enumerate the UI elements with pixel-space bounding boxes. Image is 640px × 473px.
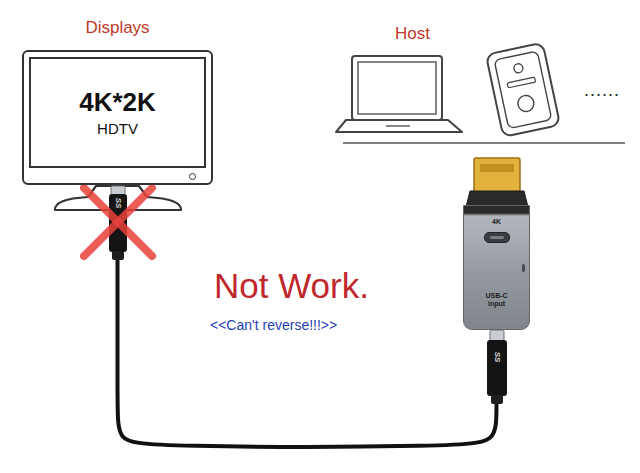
red-cross-stroke: [84, 188, 152, 256]
hdtv-text: HDTV: [97, 120, 138, 138]
usb-c-plug-body: [487, 340, 507, 396]
pc-front-panel: [494, 51, 552, 129]
monitor-screen: 4K*2K HDTV: [29, 57, 206, 168]
warning-title: Not Work.: [214, 266, 369, 306]
usb-c-cable: [118, 186, 497, 447]
text-holder: USB-C input: [477, 292, 517, 308]
laptop-display: [358, 62, 436, 114]
superspeed-logo: SS: [492, 349, 502, 365]
hdmi-plug-shell: [474, 158, 520, 192]
host-heading: Host: [395, 24, 430, 44]
laptop-screen: [352, 56, 442, 120]
cable-strain-relief: [112, 251, 124, 260]
adapter-marking: 4K: [464, 218, 529, 226]
status-led: [522, 264, 525, 272]
host-baseline: [343, 142, 625, 144]
display-monitor: Displays 4K*2K HDTV: [20, 18, 215, 186]
cable-strain-relief: [491, 395, 503, 404]
heading-holder: Displays: [20, 18, 215, 38]
laptop-base: [336, 120, 462, 132]
resolution-text: 4K*2K: [79, 87, 156, 117]
usb-c-port-tongue: [490, 236, 504, 239]
usb-c-hdmi-adapter: 4K USB-C input: [463, 205, 530, 330]
laptop-touchpad: [386, 125, 410, 126]
hdmi-plug-contacts: [480, 164, 514, 172]
more-hosts-dots: ......: [584, 80, 620, 100]
usb-c-plug-tip: [111, 186, 125, 195]
pc-fan: [516, 94, 535, 113]
pc-power-button: [513, 63, 524, 74]
warning-note: <<Can't reverse!!!>>: [210, 317, 337, 334]
port-marking: USB-C input: [477, 292, 517, 308]
monitor-power-light: [189, 173, 196, 180]
pc-tower: [486, 43, 560, 137]
usb-c-port: [484, 232, 510, 243]
text-holder: 4K: [464, 218, 529, 226]
monitor-frame: 4K*2K HDTV: [22, 50, 213, 185]
usb-c-plug-tip: [490, 330, 504, 341]
red-cross-stroke: [84, 188, 152, 256]
display-heading: Displays: [20, 18, 215, 38]
pc-drive-bay: [507, 77, 535, 88]
pc-case: [486, 43, 560, 137]
superspeed-logo: SS: [113, 195, 123, 211]
hdmi-plug-grip: [466, 191, 528, 207]
